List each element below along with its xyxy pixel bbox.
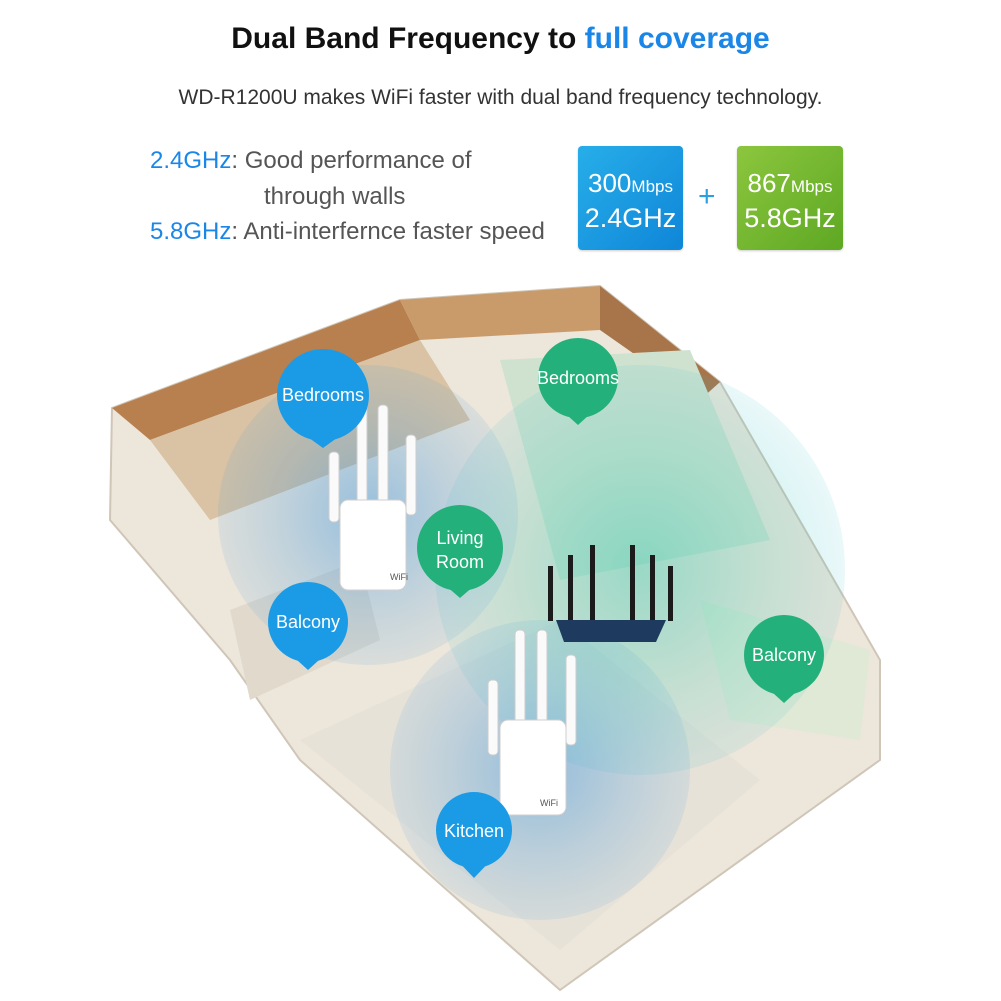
label-kitchen: Kitchen	[444, 821, 504, 841]
pin-living-room: Living Room	[417, 505, 503, 598]
band-24-row: 2.4GHz: Good performance of	[150, 147, 472, 175]
badge-blue-speed: 300	[588, 168, 632, 198]
label-bedrooms-left: Bedrooms	[282, 385, 364, 405]
badge-green-unit: Mbps	[790, 177, 833, 196]
router-device	[548, 545, 673, 642]
title-highlight: full coverage	[584, 22, 770, 55]
band-24-text-line2: through walls	[264, 183, 406, 210]
band-24-text-line1: Good performance of	[244, 147, 472, 174]
label-bedrooms-right: Bedrooms	[537, 368, 619, 388]
band-58-sep: :	[231, 218, 244, 245]
label-living-line2: Room	[436, 552, 484, 572]
label-balcony-right: Balcony	[752, 645, 816, 665]
band-58-key: 5.8GHz	[150, 218, 232, 245]
label-balcony-left: Balcony	[276, 612, 340, 632]
band-58-row: 5.8GHz: Anti-interfernce faster speed	[150, 218, 545, 246]
subtitle: WD-R1200U makes WiFi faster with dual ba…	[178, 86, 823, 109]
pin-bedrooms-right: Bedrooms	[537, 338, 619, 425]
badge-300mbps: 300Mbps 2.4GHz	[578, 146, 683, 250]
badge-green-freq: 5.8GHz	[744, 203, 836, 233]
repeater-logo-top: WiFi	[390, 572, 408, 582]
plus-sign: +	[698, 180, 716, 213]
page-title: Dual Band Frequency to full coverage	[0, 22, 1001, 56]
band-58-text: Anti-interfernce faster speed	[243, 218, 545, 245]
label-living-line1: Living	[436, 528, 483, 548]
pin-balcony-left: Balcony	[268, 582, 348, 670]
floor-plan-illustration: WiFi WiFi Bedrooms Bedrooms Living Room	[108, 284, 881, 992]
pin-bedrooms-left: Bedrooms	[277, 349, 369, 448]
title-main: Dual Band Frequency to	[231, 22, 585, 55]
repeater-logo-bottom: WiFi	[540, 798, 558, 808]
badge-blue-unit: Mbps	[631, 177, 673, 196]
pin-balcony-right: Balcony	[744, 615, 824, 703]
badge-blue-freq: 2.4GHz	[584, 203, 677, 233]
repeater-device-bottom: WiFi	[487, 629, 577, 816]
badge-green-speed: 867	[747, 168, 791, 198]
band-24-key: 2.4GHz	[150, 147, 232, 174]
band-24-sep: :	[231, 147, 245, 174]
badge-867mbps: 867Mbps 5.8GHz	[737, 146, 843, 250]
pin-kitchen: Kitchen	[436, 792, 512, 878]
